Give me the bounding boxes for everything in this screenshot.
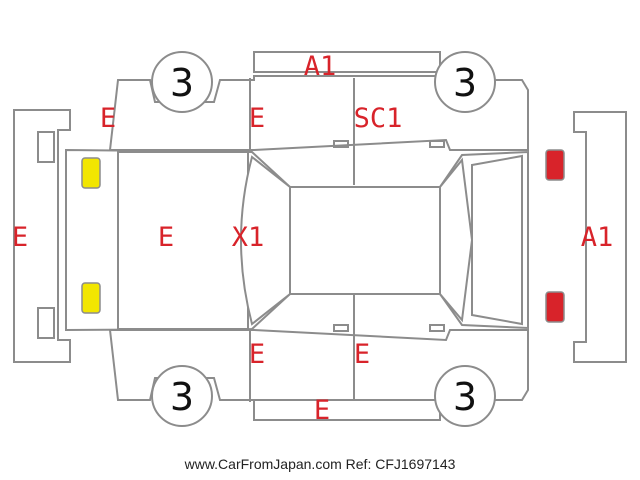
hood-panel	[117, 151, 249, 330]
code-windshield: X1	[232, 222, 265, 253]
code-roof-top: A1	[304, 51, 337, 82]
code-rear-door-top: SC1	[354, 103, 403, 134]
tire-rear-left-grade: 3	[453, 61, 477, 105]
tire-front-left: 3	[151, 51, 213, 113]
code-rear-door-bottom: E	[354, 339, 370, 370]
front-bumper	[13, 109, 71, 363]
code-front-door-top: E	[249, 103, 265, 134]
code-hood: E	[158, 222, 174, 253]
front-door-handle-top	[333, 140, 349, 148]
tire-front-right: 3	[151, 365, 213, 427]
code-rocker-bottom: E	[314, 395, 330, 426]
rocker-strip-bottom	[253, 399, 441, 421]
tire-front-left-grade: 3	[170, 61, 194, 105]
tire-front-right-grade: 3	[170, 375, 194, 419]
rear-door-handle-top	[429, 140, 445, 148]
trunk-panel	[471, 154, 523, 326]
footer-ref: Ref: CFJ1697143	[345, 456, 456, 472]
taillight-top	[545, 149, 565, 181]
taillight-bottom	[545, 291, 565, 323]
roof-strip-top	[253, 51, 441, 73]
front-door-handle-bottom	[333, 324, 349, 332]
headlight-top	[81, 157, 101, 189]
code-front-fender-top: E	[100, 103, 116, 134]
footer-site: www.CarFromJapan.com	[184, 456, 342, 472]
front-bumper-fog-slot-bottom	[37, 307, 55, 339]
tire-rear-right: 3	[434, 365, 496, 427]
rear-door-handle-bottom	[429, 324, 445, 332]
code-front-bumper: E	[12, 222, 28, 253]
code-rear-bumper: A1	[581, 222, 614, 253]
tire-rear-right-grade: 3	[453, 375, 477, 419]
footer-credit: www.CarFromJapan.com Ref: CFJ1697143	[0, 456, 640, 472]
tire-rear-left: 3	[434, 51, 496, 113]
front-bumper-fog-slot-top	[37, 131, 55, 163]
headlight-bottom	[81, 282, 101, 314]
windshield	[240, 155, 291, 326]
rear-window	[439, 157, 474, 323]
roof-panel	[289, 186, 441, 295]
code-front-door-bottom: E	[249, 339, 265, 370]
rear-bumper	[573, 111, 627, 363]
